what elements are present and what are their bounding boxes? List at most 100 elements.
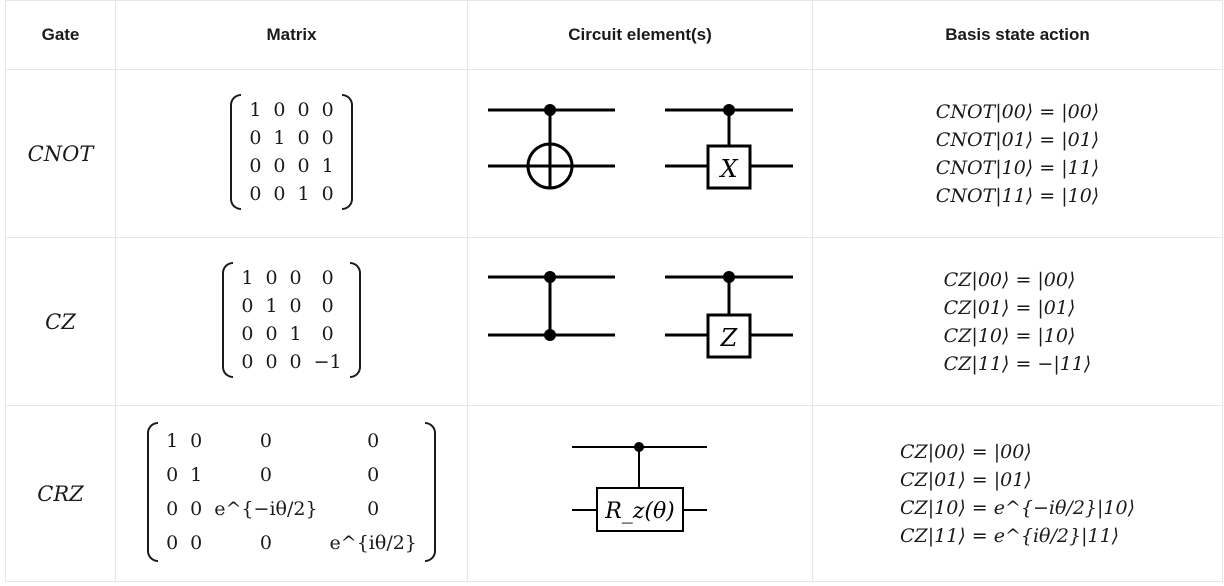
action-line: CZ|11⟩ = −|11⟩ <box>943 352 1092 375</box>
matrix-entry: 0 <box>321 182 334 205</box>
matrix-entry: 0 <box>273 154 286 177</box>
crz-circuit: R_z(θ) <box>572 442 707 532</box>
matrix-entry: 1 <box>249 98 262 121</box>
left-paren <box>222 261 234 378</box>
matrix-entry: 0 <box>297 98 310 121</box>
matrix-entry: 1 <box>289 322 302 345</box>
matrix-entry: 0 <box>166 463 179 486</box>
matrix-entry: 0 <box>241 294 254 317</box>
control-dot <box>723 271 735 283</box>
control-dot <box>544 104 556 116</box>
matrix-entry: 0 <box>190 497 203 520</box>
action-line: CNOT|11⟩ = |10⟩ <box>935 184 1100 207</box>
right-paren <box>349 261 361 378</box>
matrix-entry: e^{−iθ/2} <box>214 497 318 520</box>
right-paren <box>341 93 353 210</box>
matrix-entry: 0 <box>265 350 278 373</box>
gate-name-cell: CNOT <box>5 69 116 238</box>
matrix-entry: 0 <box>289 294 302 317</box>
matrix-entry: 0 <box>367 429 380 452</box>
action-cell: CNOT|00⟩ = |00⟩ CNOT|01⟩ = |01⟩ CNOT|10⟩… <box>812 69 1223 238</box>
control-dot <box>544 329 556 341</box>
control-dot <box>723 104 735 116</box>
header-action: Basis state action <box>812 0 1223 70</box>
header-gate: Gate <box>5 0 116 70</box>
matrix-entry: −1 <box>313 350 342 373</box>
matrix-entry: 0 <box>249 154 262 177</box>
matrix-entry: e^{iθ/2} <box>329 531 417 554</box>
action-line: CZ|01⟩ = |01⟩ <box>943 296 1076 319</box>
circuit-cell: R_z(θ) <box>467 405 813 582</box>
cz-circuit: Z <box>488 271 793 359</box>
header-row: Gate Matrix Circuit element(s) Basis sta… <box>5 0 1223 70</box>
matrix-entry: 0 <box>265 322 278 345</box>
matrix-entry: 0 <box>259 463 272 486</box>
matrix-entry: 0 <box>190 531 203 554</box>
matrix-entry: 0 <box>367 497 380 520</box>
header-matrix: Matrix <box>115 0 468 70</box>
matrix-entry: 0 <box>166 531 179 554</box>
gate-box-label: X <box>718 155 738 183</box>
matrix-entry: 0 <box>321 126 334 149</box>
matrix-entry: 0 <box>273 98 286 121</box>
matrix-entry: 0 <box>321 98 334 121</box>
matrix-entry: 1 <box>190 463 203 486</box>
control-dot <box>544 271 556 283</box>
left-paren <box>230 93 242 210</box>
matrix-entry: 0 <box>321 322 334 345</box>
matrix-entry: 0 <box>289 350 302 373</box>
matrix-entry: 0 <box>367 463 380 486</box>
matrix-entry: 0 <box>241 350 254 373</box>
matrix-entry: 0 <box>265 266 278 289</box>
gate-name: CZ <box>45 309 76 334</box>
right-paren <box>424 421 436 562</box>
gate-box <box>706 313 752 359</box>
gate-name-cell: CZ <box>5 237 116 406</box>
action-cell: CZ|00⟩ = |00⟩ CZ|01⟩ = |01⟩ CZ|10⟩ = |10… <box>812 237 1223 406</box>
gate-table: Gate Matrix Circuit element(s) Basis sta… <box>5 0 1223 582</box>
matrix-entry: 0 <box>321 294 334 317</box>
action-line: CNOT|00⟩ = |00⟩ <box>935 100 1100 123</box>
action-list: CZ|00⟩ = |00⟩ CZ|01⟩ = |01⟩ CZ|10⟩ = |10… <box>944 266 1092 378</box>
matrix-entry: 0 <box>289 266 302 289</box>
action-line: CZ|00⟩ = |00⟩ <box>943 268 1076 291</box>
control-dot <box>634 442 644 452</box>
action-line: CZ|10⟩ = |10⟩ <box>943 324 1076 347</box>
circuit-cell: X <box>467 69 813 238</box>
matrix-entry: 0 <box>259 531 272 554</box>
gate-box-label: R_z(θ) <box>604 499 675 524</box>
matrix-entry: 0 <box>297 126 310 149</box>
action-line: CNOT|10⟩ = |11⟩ <box>935 156 1100 179</box>
matrix-entry: 0 <box>273 182 286 205</box>
action-list: CNOT|00⟩ = |00⟩ CNOT|01⟩ = |01⟩ CNOT|10⟩… <box>936 98 1099 210</box>
matrix-entry: 1 <box>321 154 334 177</box>
matrix-entry: 1 <box>265 294 278 317</box>
matrix-entry: 1 <box>273 126 286 149</box>
matrix-entry: 0 <box>297 154 310 177</box>
gate-name-cell: CRZ <box>5 405 116 582</box>
gate-name: CNOT <box>27 141 94 166</box>
circuit-cell: Z <box>467 237 813 406</box>
matrix-entry: 0 <box>166 497 179 520</box>
action-line: CZ|01⟩ = |01⟩ <box>900 468 1032 491</box>
action-list: CZ|00⟩ = |00⟩ CZ|01⟩ = |01⟩ CZ|10⟩ = e^{… <box>900 438 1135 550</box>
matrix-entry: 0 <box>321 266 334 289</box>
matrix-entry: 1 <box>241 266 254 289</box>
gate-name: CRZ <box>37 481 84 506</box>
gate-box <box>596 487 684 532</box>
action-line: CZ|11⟩ = e^{iθ/2}|11⟩ <box>900 524 1120 547</box>
left-paren <box>147 421 159 562</box>
gate-box-label: Z <box>720 324 739 352</box>
matrix-entry: 0 <box>249 126 262 149</box>
cnot-circuit: X <box>488 104 793 190</box>
matrix-entry: 1 <box>297 182 310 205</box>
